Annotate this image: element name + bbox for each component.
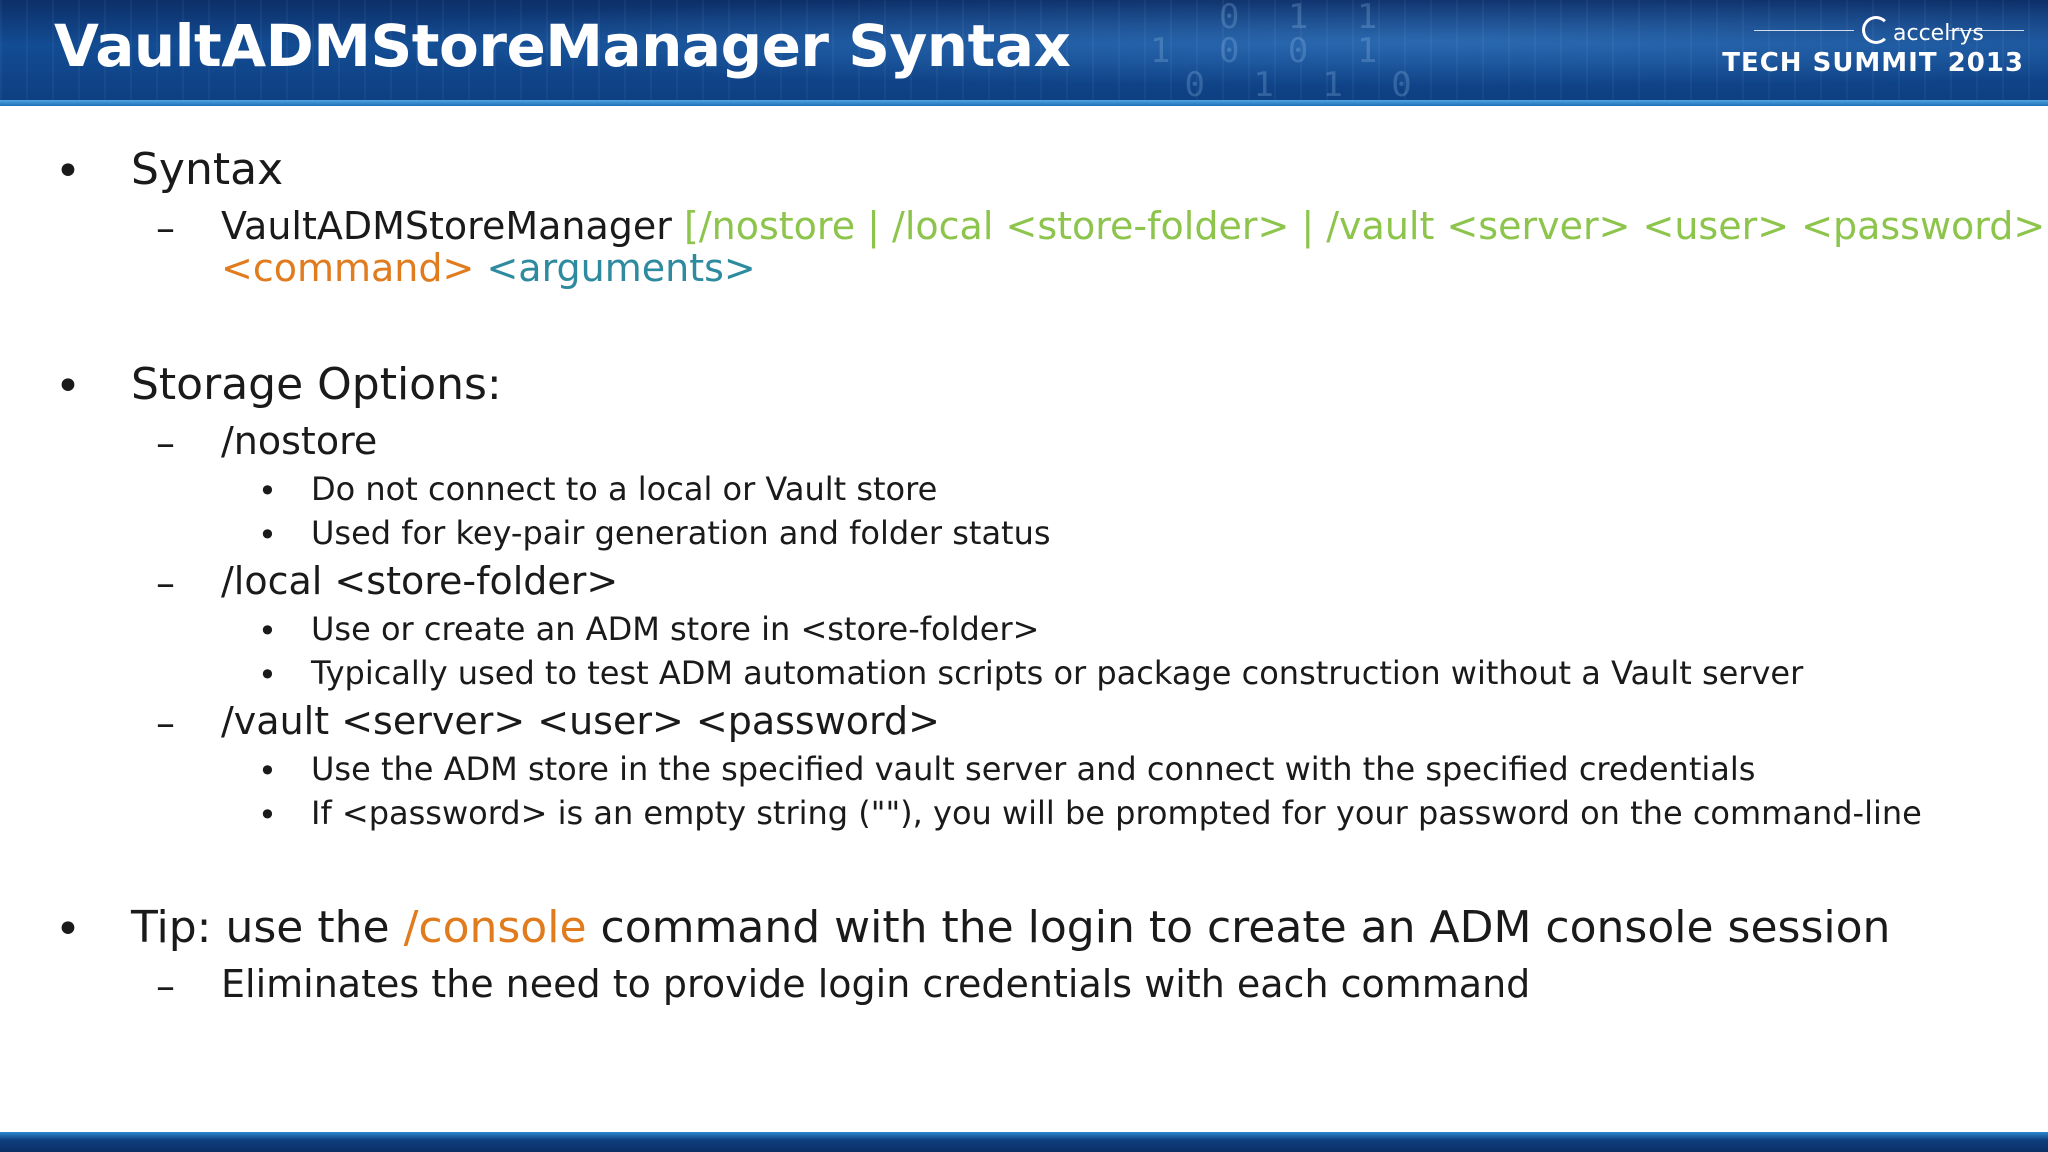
bullet-marker: • bbox=[55, 904, 81, 955]
header-accent-stripe bbox=[0, 100, 2048, 106]
tip-suffix: command with the login to create an ADM … bbox=[586, 902, 1891, 953]
logo-rule-left bbox=[1754, 30, 1854, 31]
accelrys-tech-summit-logo: accelrys TECH SUMMIT 2013 bbox=[1722, 14, 2024, 84]
dash-marker: – bbox=[156, 206, 175, 250]
storage-options-heading: Storage Options: bbox=[131, 359, 502, 410]
sub-bullet-marker: • bbox=[258, 472, 277, 510]
syntax-heading: Syntax bbox=[131, 144, 284, 195]
vault-option: /vault <server> <user> <password> bbox=[221, 699, 940, 743]
syntax-arguments-placeholder: <arguments> bbox=[486, 246, 756, 290]
nostore-detail: Do not connect to a local or Vault store bbox=[311, 470, 938, 508]
bullet-marker: • bbox=[55, 146, 81, 197]
slide-footer-bar bbox=[0, 1132, 2048, 1152]
logo-rule-right bbox=[1949, 30, 2024, 31]
logo-brand-name: accelrys bbox=[1893, 21, 1984, 46]
dash-marker: – bbox=[156, 421, 175, 465]
local-detail: Typically used to test ADM automation sc… bbox=[311, 654, 1804, 692]
syntax-line: VaultADMStoreManager [/nostore | /local … bbox=[221, 204, 2048, 248]
dash-marker: – bbox=[156, 701, 175, 745]
local-detail: Use or create an ADM store in <store-fol… bbox=[311, 610, 1040, 648]
tip-prefix: Tip: use the bbox=[131, 902, 404, 953]
vault-detail: Use the ADM store in the specified vault… bbox=[311, 750, 1756, 788]
syntax-store-options: [/nostore | /local <store-folder> | /vau… bbox=[684, 204, 2048, 248]
header-background-pattern: 0 1 1 1 0 0 1 0 1 1 0 bbox=[1150, 0, 1426, 100]
logo-event-name: TECH SUMMIT 2013 bbox=[1722, 48, 2024, 78]
vault-detail: If <password> is an empty string (""), y… bbox=[311, 794, 1922, 832]
tip-text: Tip: use the /console command with the l… bbox=[131, 902, 1890, 953]
slide-header: 0 1 1 1 0 0 1 0 1 1 0 VaultADMStoreManag… bbox=[0, 0, 2048, 100]
sub-bullet-marker: • bbox=[258, 656, 277, 694]
sub-bullet-marker: • bbox=[258, 796, 277, 834]
nostore-detail: Used for key-pair generation and folder … bbox=[311, 514, 1051, 552]
slide-title: VaultADMStoreManager Syntax bbox=[54, 12, 1071, 80]
tip-console-command: /console bbox=[403, 902, 587, 953]
sub-bullet-marker: • bbox=[258, 752, 277, 790]
local-option: /local <store-folder> bbox=[221, 559, 619, 603]
tip-detail: Eliminates the need to provide login cre… bbox=[221, 962, 1531, 1006]
syntax-command-placeholder: <command> bbox=[221, 246, 475, 290]
bullet-marker: • bbox=[55, 361, 81, 412]
sub-bullet-marker: • bbox=[258, 516, 277, 554]
dash-marker: – bbox=[156, 561, 175, 605]
syntax-command-name: VaultADMStoreManager bbox=[221, 204, 672, 248]
sub-bullet-marker: • bbox=[258, 612, 277, 650]
dash-marker: – bbox=[156, 964, 175, 1008]
nostore-option: /nostore bbox=[221, 419, 378, 463]
accelrys-swirl-icon bbox=[1862, 16, 1890, 44]
syntax-line-continued: <command> <arguments> bbox=[221, 246, 756, 290]
